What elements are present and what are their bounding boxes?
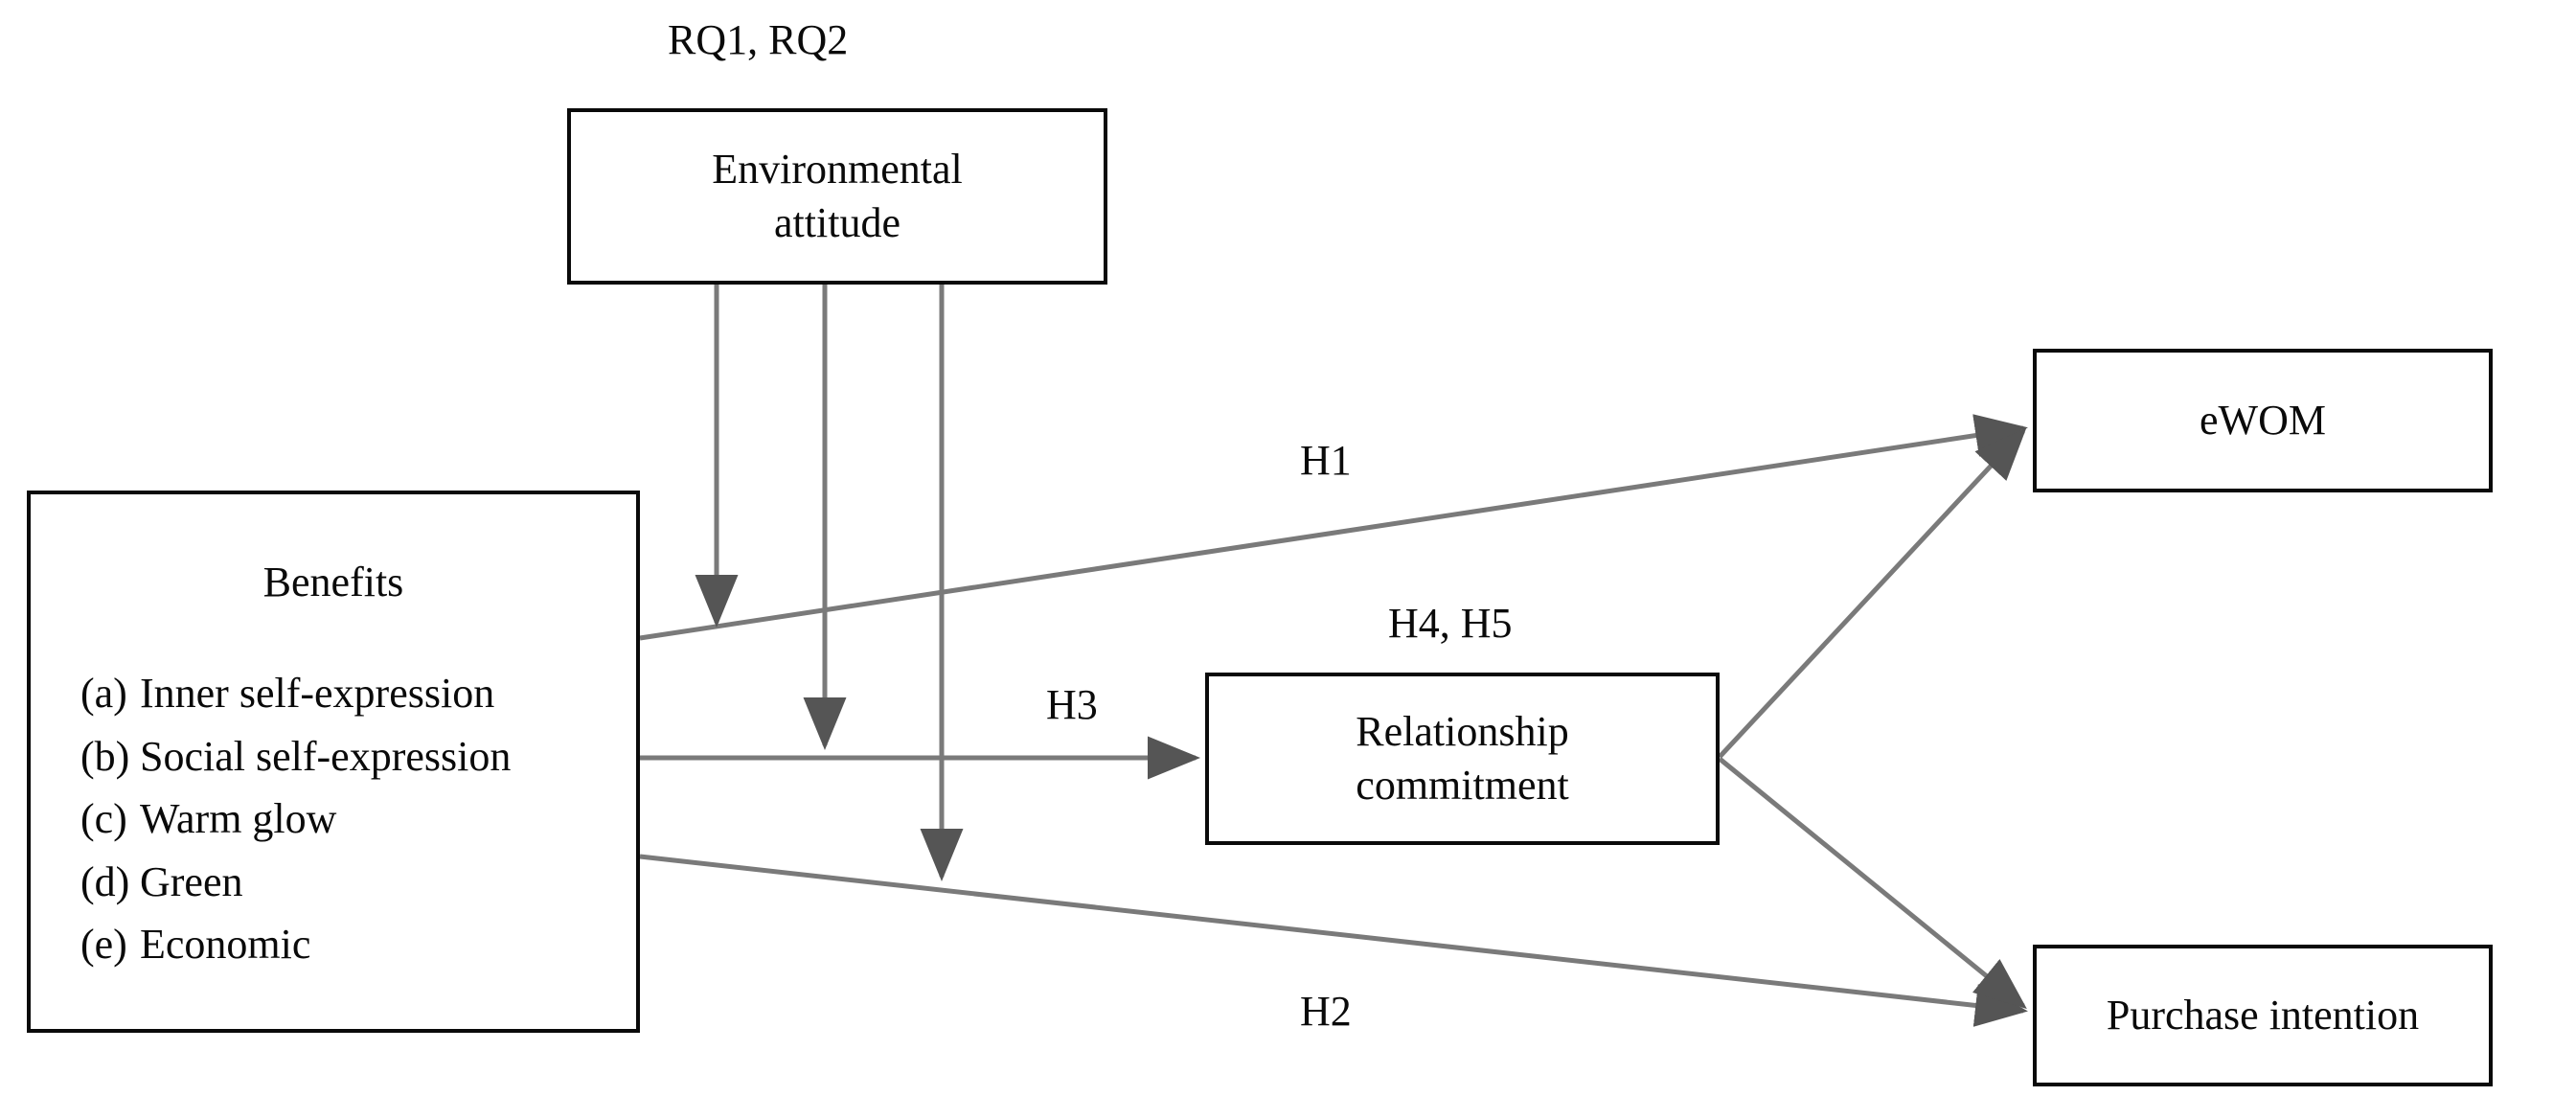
list-item-marker: (e) <box>80 921 127 969</box>
edge-relationship-commitment-to-ewom <box>1718 427 2027 759</box>
edge-label-h1: H1 <box>1300 437 1352 484</box>
list-item-label: Inner self-expression <box>140 670 495 717</box>
node-ewom: eWOM <box>2033 349 2493 492</box>
list-item-label: Green <box>140 857 243 905</box>
node-environmental-attitude-label: Environmental attitude <box>712 145 963 246</box>
node-purchase-intention: Purchase intention <box>2033 945 2493 1086</box>
list-item: (b)Social self-expression <box>80 725 636 788</box>
benefits-list: (a) Inner self-expression (b)Social self-… <box>31 662 636 976</box>
edge-label-h4-h5: H4, H5 <box>1388 600 1513 647</box>
list-item: (c) Warm glow <box>80 788 636 851</box>
node-purchase-intention-label: Purchase intention <box>2106 991 2420 1039</box>
list-item-marker: (b) <box>80 732 130 780</box>
edge-label-h3: H3 <box>1046 681 1098 728</box>
list-item-label: Warm glow <box>140 795 337 843</box>
list-item-marker: (c) <box>80 795 127 843</box>
edge-relationship-commitment-to-purchase-intention <box>1718 757 2027 1010</box>
list-item: (a) Inner self-expression <box>80 662 636 725</box>
node-environmental-attitude: Environmental attitude <box>567 108 1107 285</box>
node-relationship-commitment-label: Relationship commitment <box>1356 707 1569 809</box>
node-ewom-label: eWOM <box>2200 396 2326 444</box>
list-item-label: Economic <box>140 921 311 969</box>
list-item-marker: (a) <box>80 670 127 717</box>
list-item: (d)Green <box>80 851 636 914</box>
edge-label-rq1-rq2: RQ1, RQ2 <box>668 16 849 63</box>
node-benefits-heading: Benefits <box>262 559 404 605</box>
node-benefits: Benefits (a) Inner self-expression (b)Soc… <box>27 491 640 1033</box>
list-item-label: Social self-expression <box>140 732 512 780</box>
list-item: (e) Economic <box>80 913 636 976</box>
list-item-marker: (d) <box>80 857 130 905</box>
node-relationship-commitment: Relationship commitment <box>1205 673 1720 845</box>
edge-label-h2: H2 <box>1300 988 1352 1035</box>
